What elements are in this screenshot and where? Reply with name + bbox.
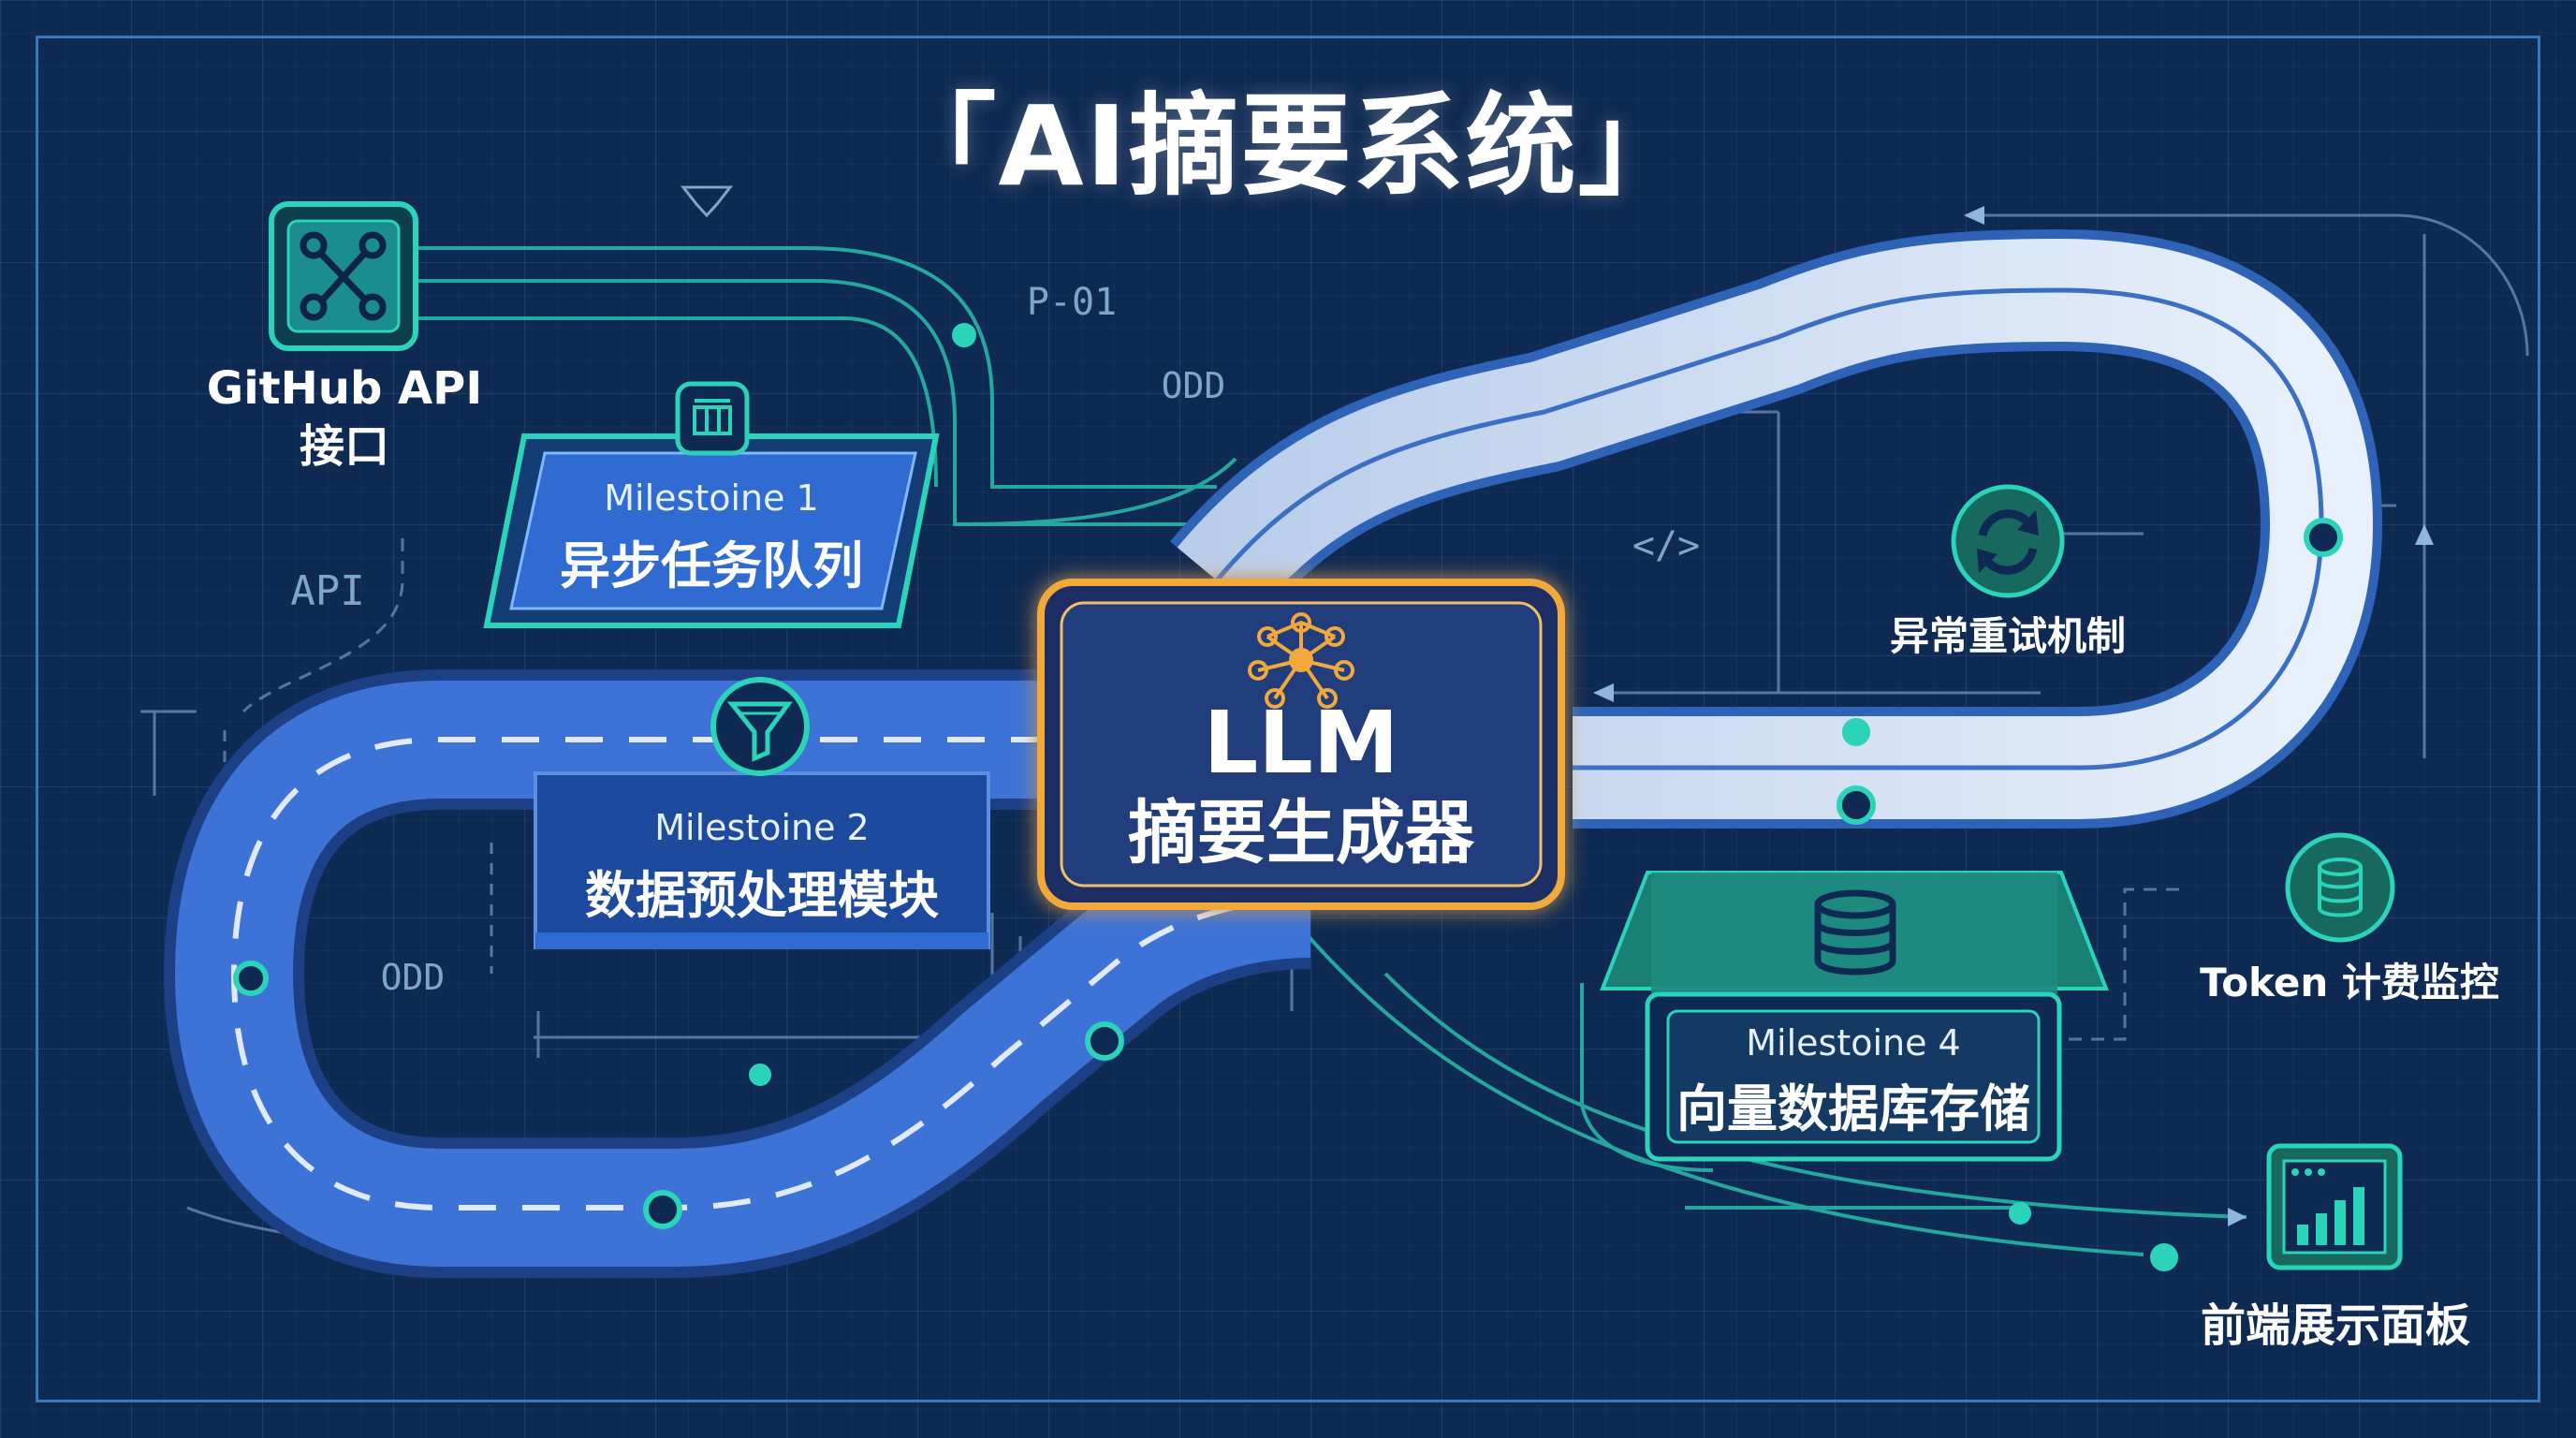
odd-left-annotation: ODD — [380, 957, 446, 998]
milestone-4-title: 向量数据库存储 — [1676, 1079, 2030, 1138]
blue-road — [163, 669, 1312, 1278]
llm-text: LLM 摘要生成器 — [1041, 697, 1561, 876]
llm-line2: 摘要生成器 — [1128, 793, 1474, 873]
github-line2: 接口 — [299, 420, 389, 473]
api-annotation: API — [290, 567, 365, 615]
milestone-4-text: Milestoine 4 向量数据库存储 — [1668, 1022, 2039, 1141]
milestone-2-card[interactable] — [534, 771, 990, 949]
coin-stack-icon — [2285, 832, 2395, 943]
refresh-icon — [1951, 484, 2065, 598]
guide-arrows — [1593, 206, 2434, 1226]
token-label: Token 计费监控 — [2200, 960, 2499, 1005]
milestone-2-title: 数据预处理模块 — [585, 866, 939, 925]
light-road — [1170, 228, 2383, 829]
retry-label: 异常重试机制 — [1889, 613, 2126, 659]
git-branch-icon — [300, 231, 387, 321]
dashboard-label: 前端展示面板 — [2200, 1299, 2470, 1352]
code-tag-annotation: </> — [1632, 524, 1701, 567]
milestone-1-card[interactable] — [483, 433, 940, 628]
diamond-marker — [680, 185, 734, 218]
llm-line1: LLM — [1203, 693, 1399, 793]
p01-annotation: P-01 — [1026, 281, 1118, 324]
github-line1: GitHub API — [206, 362, 483, 415]
database-icon — [1814, 889, 1896, 976]
milestone-2-label: Milestoine 2 — [654, 807, 870, 848]
blueprint-frame — [36, 36, 2540, 1402]
funnel-icon — [710, 677, 810, 776]
milestone-1-label: Milestoine 1 — [604, 477, 819, 519]
milestone-4-label: Milestoine 4 — [1746, 1022, 1961, 1064]
queue-box-icon — [675, 381, 750, 456]
odd-top-annotation: ODD — [1161, 365, 1226, 406]
milestone-1-title: 异步任务队列 — [560, 536, 863, 595]
bar-chart-window-icon — [2266, 1143, 2403, 1270]
milestone-1-text: Milestoine 1 异步任务队列 — [524, 477, 899, 598]
llm-card[interactable] — [1037, 579, 1565, 910]
milestone-2-text: Milestoine 2 数据预处理模块 — [535, 807, 988, 928]
neural-network-icon — [1248, 612, 1354, 709]
page-title: 「AI摘要系统」 — [886, 81, 1690, 211]
path-nodes — [233, 323, 2343, 1271]
github-node-label: GitHub API 接口 — [187, 360, 502, 476]
